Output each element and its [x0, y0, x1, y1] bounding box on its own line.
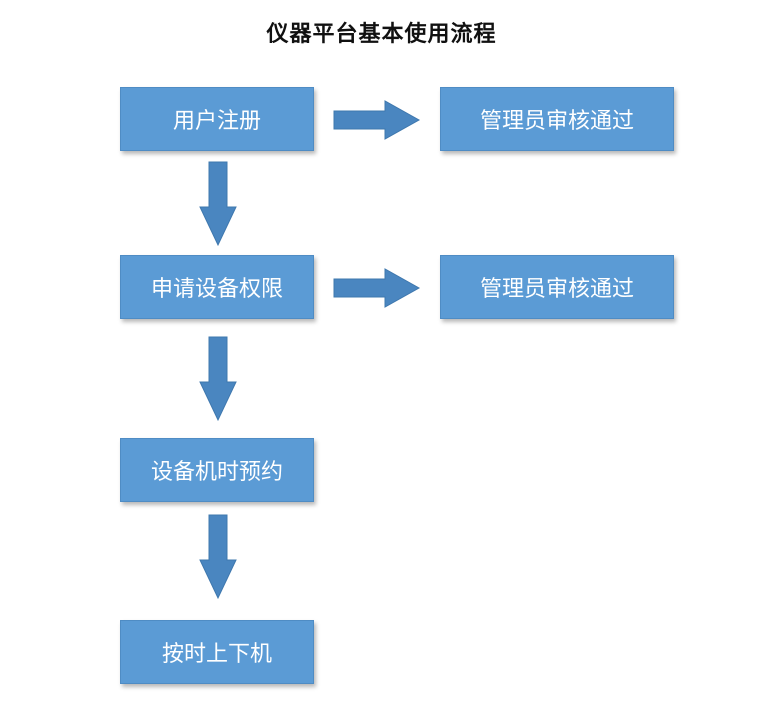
step-label-use-on-time: 按时上下机 — [161, 642, 272, 667]
step-box-reserve-time: 设备机时预约 — [120, 438, 314, 502]
approval-box-1: 管理员审核通过 — [440, 87, 674, 151]
right-arrow-1 — [333, 100, 421, 140]
down-arrow-1 — [199, 161, 237, 247]
step-box-register: 用户注册 — [120, 87, 314, 151]
down-arrow-3 — [199, 514, 237, 600]
approval-label-2: 管理员审核通过 — [479, 277, 634, 302]
down-arrow-2 — [199, 336, 237, 422]
approval-label-1: 管理员审核通过 — [479, 109, 634, 134]
step-label-reserve-time: 设备机时预约 — [150, 460, 283, 485]
step-label-register: 用户注册 — [172, 109, 261, 134]
step-box-apply-permission: 申请设备权限 — [120, 255, 314, 319]
approval-box-2: 管理员审核通过 — [440, 255, 674, 319]
right-arrow-2 — [333, 268, 421, 308]
step-box-use-on-time: 按时上下机 — [120, 620, 314, 684]
step-label-apply-permission: 申请设备权限 — [150, 277, 283, 302]
diagram-title: 仪器平台基本使用流程 — [266, 21, 497, 47]
